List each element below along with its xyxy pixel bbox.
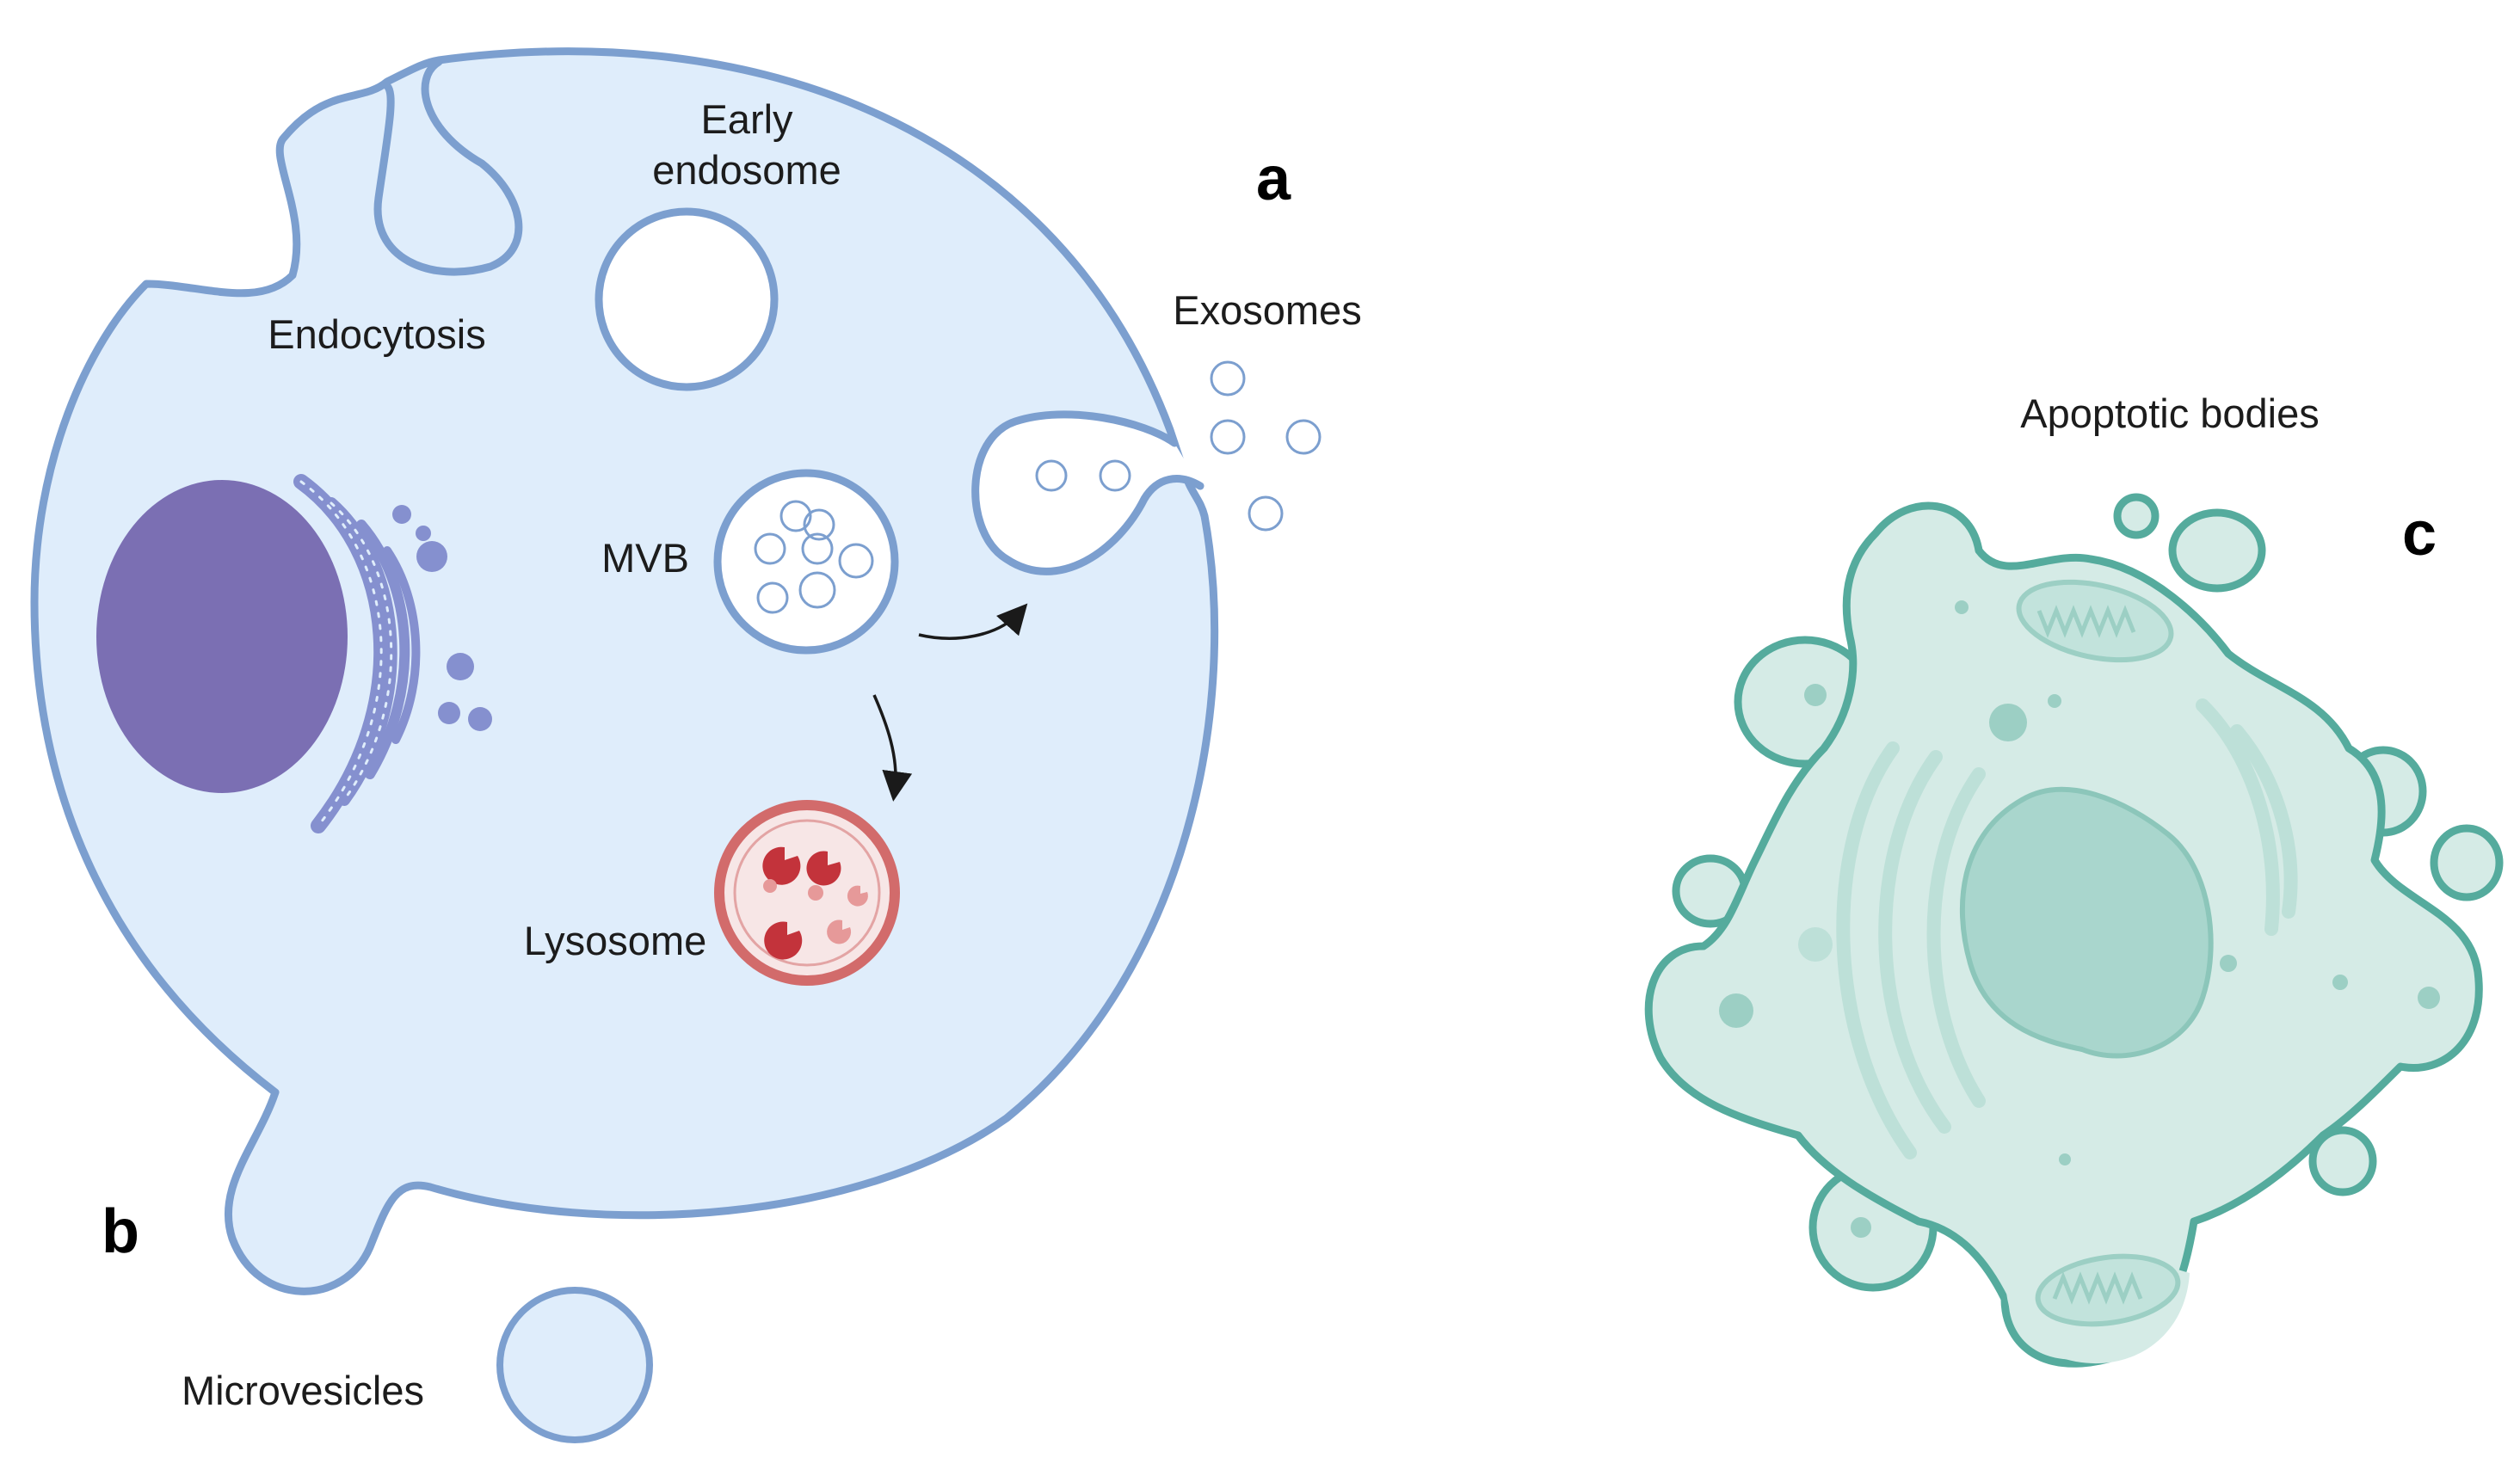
mvb [713, 469, 899, 655]
lysosomal-enzymes [762, 846, 868, 960]
panel-label-a: a [1256, 145, 1291, 213]
lysosome-label: Lysosome [524, 918, 706, 963]
apoptotic-granules [1719, 600, 2440, 1238]
early-endosome [595, 207, 779, 391]
endocytosis-pit [373, 58, 523, 276]
apoptotic-mitochondrion [2035, 1253, 2181, 1327]
panel-label-b: b [102, 1197, 139, 1266]
early-endosome-label-line1: Early [700, 96, 793, 142]
golgi-vesicles [392, 505, 492, 731]
mvb-label: MVB [601, 535, 689, 581]
apoptotic-nucleus [1959, 786, 2214, 1059]
apoptotic-er [1836, 698, 2298, 1159]
arrow-mvb-to-lysosome [872, 694, 913, 802]
lysosome [714, 800, 900, 986]
nucleus [96, 480, 348, 793]
pocket-exosome [1035, 459, 1068, 492]
endocytosis-label: Endocytosis [268, 311, 485, 357]
apoptotic-bodies-label: Apoptotic bodies [2020, 391, 2320, 436]
cell-membrane [30, 47, 1219, 1295]
released-exosomes [1210, 360, 1322, 532]
exosomes-label: Exosomes [1173, 287, 1361, 333]
panel-label-c: c [2402, 500, 2437, 569]
intraluminal-vesicles [754, 500, 874, 614]
microvesicles-label: Microvesicles [182, 1368, 424, 1413]
golgi-apparatus [293, 474, 421, 833]
exosome-release-pocket [971, 410, 1205, 575]
arrow-mvb-to-exosome-release [918, 603, 1028, 640]
pocket-exosome [1099, 459, 1131, 492]
apoptotic-cell [1644, 493, 2504, 1368]
apoptotic-mitochondrion [2016, 579, 2174, 663]
early-endosome-label-line2: endosome [652, 147, 841, 193]
microvesicle [496, 1287, 653, 1443]
donor-cell [30, 47, 1219, 1295]
